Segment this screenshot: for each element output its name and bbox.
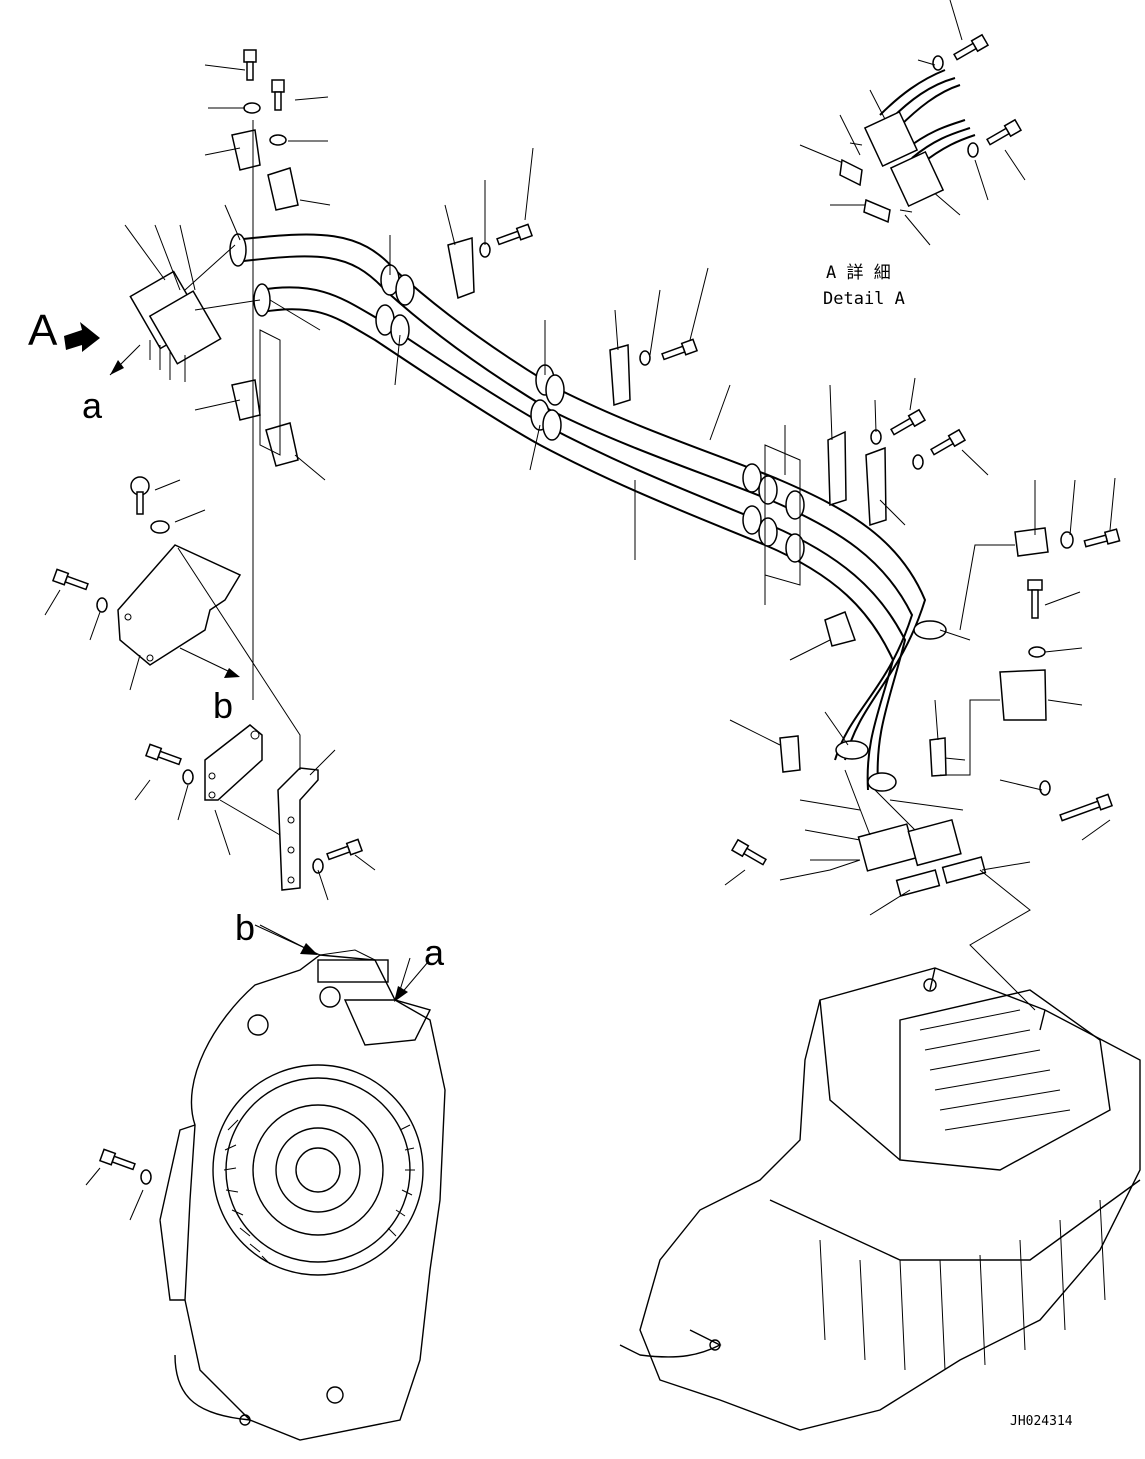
hose-brackets [447,237,1049,777]
leader-lines [44,0,1116,1221]
detail-title-en: Detail A [823,289,905,309]
label-a-top: a [82,385,103,426]
engine-sketch [619,967,1141,1431]
bolt [144,743,182,766]
label-b-bottom: b [235,907,255,948]
bolt [98,1148,136,1171]
bolt [130,476,150,515]
bolt [326,838,364,861]
bolt [661,338,699,361]
arrows [64,322,429,1002]
label-a-bottom: a [424,932,445,973]
arrow-a-head-icon [110,360,124,375]
guide-lines [219,329,1036,1011]
bolt [930,428,967,456]
view-a-label: A [28,306,58,355]
hose-assembly [234,233,927,791]
right-connector [844,769,987,897]
bolt [953,33,990,61]
bolt [1059,793,1114,822]
arrow-a-bottom-head-icon [394,986,408,1002]
arrow-b-bottom-head-icon [300,943,318,955]
drawing-number: JH024314 [1010,1414,1073,1429]
bolt [496,223,534,246]
bolt [51,568,89,591]
detail-a-sketch [839,69,976,224]
bolt [986,118,1023,146]
arrow-b-head-icon [224,668,240,678]
hose-collars [229,233,947,792]
bolt [271,79,285,111]
bolt [243,49,257,81]
bolts [51,33,1121,1185]
transmission-sketch [159,924,446,1441]
view-a-arrow-icon [64,322,100,352]
label-b-left: b [213,685,233,726]
bolt [1027,579,1043,619]
bolt [890,408,927,436]
bolt [730,838,767,866]
bolt [1083,528,1121,548]
detail-title-jp: A 詳 細 [826,263,891,283]
top-left-clips [231,120,299,700]
